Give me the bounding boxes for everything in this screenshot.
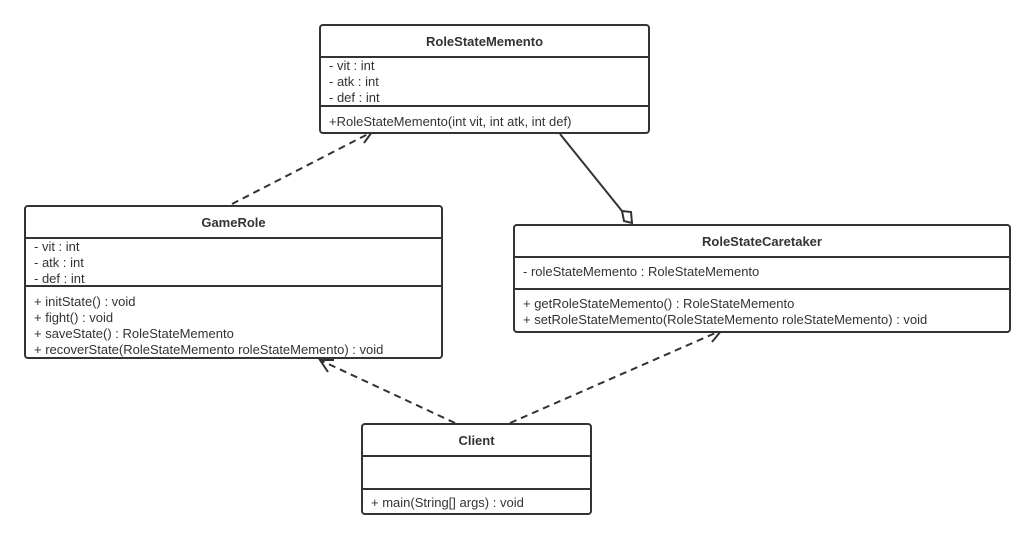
attribute: - atk : int — [34, 255, 84, 270]
attributes-section: - vit : int- atk : int- def : int — [26, 239, 441, 285]
methods-section: + initState() : void+ fight() : void+ sa… — [26, 285, 441, 357]
dependency-client-caretaker — [509, 330, 721, 424]
method: +RoleStateMemento(int vit, int atk, int … — [329, 114, 572, 129]
dependency-client-gamerole — [321, 360, 456, 424]
class-rolestatecaretaker[interactable]: RoleStateCaretaker - roleStateMemento : … — [513, 224, 1011, 333]
class-name: RoleStateCaretaker — [515, 226, 1009, 258]
aggregation-diamond-icon — [620, 209, 634, 225]
attribute: - atk : int — [329, 74, 379, 89]
dependency-gamerole-memento — [231, 132, 371, 205]
method: + fight() : void — [34, 310, 114, 325]
method: + setRoleStateMemento(RoleStateMemento r… — [523, 312, 928, 327]
method: + saveState() : RoleStateMemento — [34, 326, 234, 341]
methods-section: + getRoleStateMemento() : RoleStateMemen… — [515, 288, 1009, 331]
arrowhead — [318, 359, 334, 373]
method: + main(String[] args) : void — [371, 495, 524, 510]
class-client[interactable]: Client + main(String[] args) : void — [361, 423, 592, 515]
method: + initState() : void — [34, 294, 136, 309]
class-name: RoleStateMemento — [321, 26, 648, 58]
aggregation-memento-caretaker — [559, 133, 623, 212]
attribute: - roleStateMemento : RoleStateMemento — [523, 264, 760, 279]
methods-section: + main(String[] args) : void — [363, 488, 590, 513]
attributes-section: - vit : int- atk : int- def : int — [321, 58, 648, 105]
class-gamerole[interactable]: GameRole - vit : int- atk : int- def : i… — [24, 205, 443, 359]
attributes-section: - roleStateMemento : RoleStateMemento — [515, 258, 1009, 288]
method: + getRoleStateMemento() : RoleStateMemen… — [523, 296, 795, 311]
attribute: - vit : int — [34, 239, 80, 254]
attribute: - def : int — [34, 271, 85, 285]
class-name: GameRole — [26, 207, 441, 239]
attributes-section — [363, 457, 590, 488]
methods-section: +RoleStateMemento(int vit, int atk, int … — [321, 105, 648, 132]
method: + recoverState(RoleStateMemento roleStat… — [34, 342, 384, 357]
attribute: - vit : int — [329, 58, 375, 73]
class-name: Client — [363, 425, 590, 457]
class-rolestatememento[interactable]: RoleStateMemento - vit : int- atk : int-… — [319, 24, 650, 134]
attribute: - def : int — [329, 90, 380, 105]
